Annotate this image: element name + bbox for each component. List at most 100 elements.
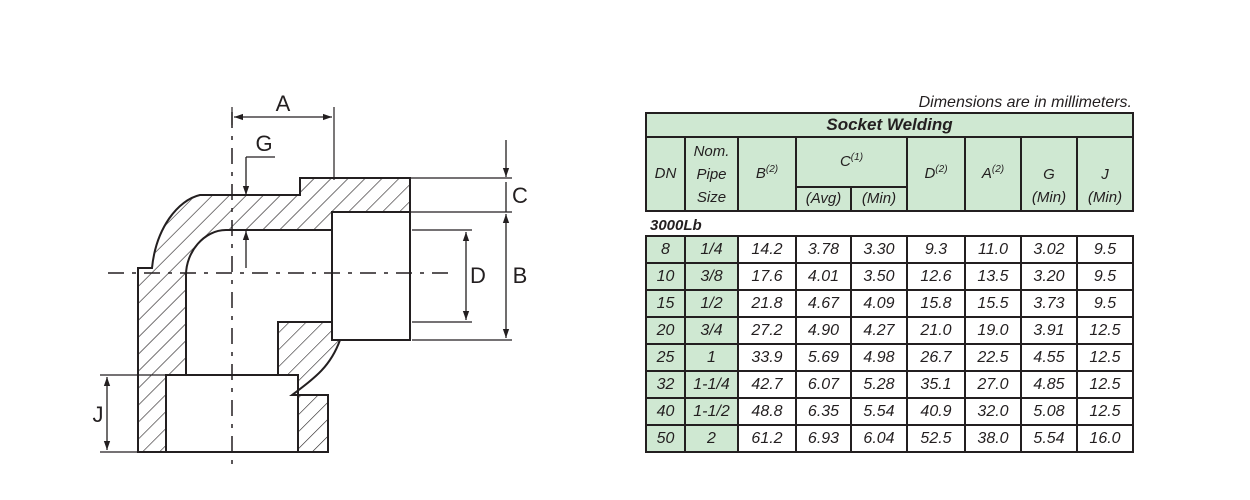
cell-c-min: 6.04 <box>850 424 908 453</box>
cell-c-min: 3.50 <box>850 262 908 291</box>
cell-b: 17.6 <box>737 262 797 291</box>
cell-a: 15.5 <box>964 289 1022 318</box>
header-c-sup: (1) <box>850 152 864 163</box>
cell-g: 5.54 <box>1020 424 1078 453</box>
cell-dn: 40 <box>645 397 686 426</box>
header-d: D(2) <box>906 136 966 212</box>
elbow-section <box>137 177 411 453</box>
cell-b: 14.2 <box>737 235 797 264</box>
cell-dn: 25 <box>645 343 686 372</box>
cell-dn: 20 <box>645 316 686 345</box>
dimension-d-label: D <box>470 263 486 288</box>
cell-nps: 1/2 <box>684 289 739 318</box>
cell-c-min: 4.09 <box>850 289 908 318</box>
cell-d: 12.6 <box>906 262 966 291</box>
header-c-avg: (Avg) <box>795 186 852 212</box>
cell-a: 27.0 <box>964 370 1022 399</box>
cell-b: 42.7 <box>737 370 797 399</box>
header-nps-line2: Pipe <box>696 165 727 183</box>
cell-dn: 50 <box>645 424 686 453</box>
cell-j: 9.5 <box>1076 235 1134 264</box>
header-j: J (Min) <box>1076 136 1134 212</box>
cell-d: 9.3 <box>906 235 966 264</box>
cell-c-avg: 5.69 <box>795 343 852 372</box>
dimension-a-label: A <box>276 91 291 116</box>
cell-nps: 1/4 <box>684 235 739 264</box>
cell-a: 32.0 <box>964 397 1022 426</box>
cell-d: 40.9 <box>906 397 966 426</box>
cell-nps: 1-1/2 <box>684 397 739 426</box>
cell-c-avg: 4.01 <box>795 262 852 291</box>
cell-dn: 10 <box>645 262 686 291</box>
header-g-text: G <box>1043 165 1055 183</box>
cell-b: 48.8 <box>737 397 797 426</box>
cell-c-min: 4.98 <box>850 343 908 372</box>
table-header: Socket Welding DN Nom. Pipe Size B(2) C(… <box>645 112 1134 212</box>
cell-c-avg: 6.07 <box>795 370 852 399</box>
cell-b: 21.8 <box>737 289 797 318</box>
header-nom-pipe-size: Nom. Pipe Size <box>684 136 739 212</box>
dimension-b-label: B <box>513 263 528 288</box>
dimension-c-label: C <box>512 183 528 208</box>
header-g: G (Min) <box>1020 136 1078 212</box>
cell-g: 5.08 <box>1020 397 1078 426</box>
cell-d: 15.8 <box>906 289 966 318</box>
header-d-sup: (2) <box>935 164 948 175</box>
header-c: C(1) <box>795 136 908 188</box>
cell-c-min: 4.27 <box>850 316 908 345</box>
cell-dn: 32 <box>645 370 686 399</box>
dimension-g-label: G <box>255 131 272 156</box>
dimension-j-label: J <box>93 402 104 427</box>
cell-g: 3.91 <box>1020 316 1078 345</box>
header-a: A(2) <box>964 136 1022 212</box>
header-j-min: (Min) <box>1087 188 1123 206</box>
cell-j: 16.0 <box>1076 424 1134 453</box>
cell-c-avg: 6.93 <box>795 424 852 453</box>
cell-c-avg: 4.90 <box>795 316 852 345</box>
header-c-text: C <box>839 153 851 170</box>
cell-nps: 1-1/4 <box>684 370 739 399</box>
header-j-text: J <box>1101 165 1109 183</box>
header-d-text: D <box>924 165 936 182</box>
cell-c-min: 5.28 <box>850 370 908 399</box>
elbow-drawing: A G C D B J <box>93 91 528 468</box>
cell-b: 33.9 <box>737 343 797 372</box>
cell-dn: 8 <box>645 235 686 264</box>
cell-g: 3.02 <box>1020 235 1078 264</box>
header-dn: DN <box>645 136 686 212</box>
cell-a: 38.0 <box>964 424 1022 453</box>
cell-d: 35.1 <box>906 370 966 399</box>
cell-d: 26.7 <box>906 343 966 372</box>
cell-d: 21.0 <box>906 316 966 345</box>
cell-j: 12.5 <box>1076 316 1134 345</box>
header-nps-line1: Nom. <box>693 142 730 160</box>
cell-b: 61.2 <box>737 424 797 453</box>
cell-nps: 2 <box>684 424 739 453</box>
header-b-sup: (2) <box>765 164 779 175</box>
table-title: Socket Welding <box>645 112 1134 138</box>
header-a-text: A <box>981 165 992 182</box>
header-b: B(2) <box>737 136 797 212</box>
cell-g: 4.55 <box>1020 343 1078 372</box>
cell-c-min: 3.30 <box>850 235 908 264</box>
cell-j: 12.5 <box>1076 370 1134 399</box>
cell-dn: 15 <box>645 289 686 318</box>
cell-g: 3.73 <box>1020 289 1078 318</box>
header-nps-line3: Size <box>696 188 727 206</box>
cell-c-min: 5.54 <box>850 397 908 426</box>
cell-j: 12.5 <box>1076 397 1134 426</box>
cell-nps: 3/8 <box>684 262 739 291</box>
units-note: Dimensions are in millimeters. <box>918 94 1132 111</box>
cell-j: 9.5 <box>1076 289 1134 318</box>
cell-j: 12.5 <box>1076 343 1134 372</box>
header-g-min: (Min) <box>1031 188 1067 206</box>
cell-a: 13.5 <box>964 262 1022 291</box>
header-c-min: (Min) <box>850 186 908 212</box>
cell-b: 27.2 <box>737 316 797 345</box>
pressure-class-label: 3000Lb <box>650 217 702 234</box>
